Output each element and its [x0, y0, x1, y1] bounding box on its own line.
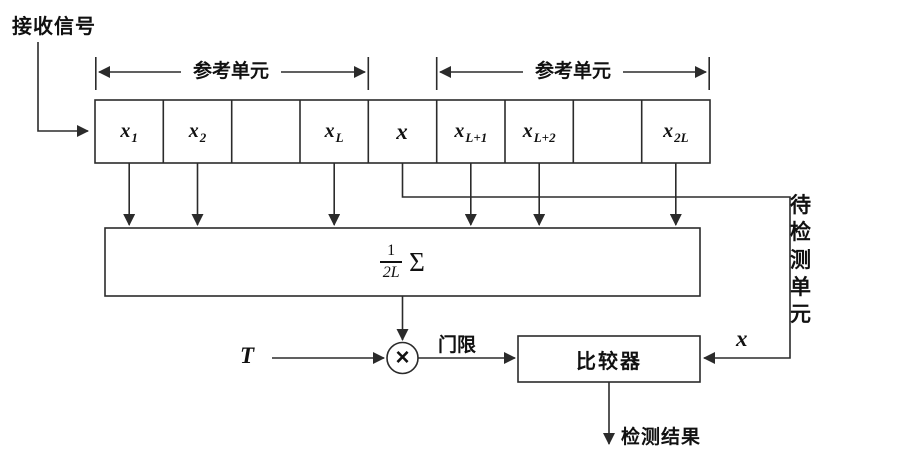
- cell-x1-symbol: x: [120, 120, 131, 142]
- cell-ellipsis-left: [232, 100, 300, 163]
- sigma-symbol: Σ: [409, 246, 425, 277]
- cell-xL1-symbol: x: [454, 120, 465, 142]
- input-signal-connector: [37, 42, 89, 137]
- cut-vertical-label: 待检测单元: [790, 194, 811, 327]
- cell-x2-symbol: x: [188, 120, 199, 142]
- cell-x1-subscript: 1: [131, 129, 138, 145]
- fraction-denominator: 2L: [382, 264, 400, 281]
- reference-cells-left-label: 参考单元: [181, 59, 281, 85]
- cut-to-comparator-connector: [401, 163, 791, 364]
- input-signal-label: 接收信号: [12, 16, 96, 38]
- threshold-factor-label: T: [240, 343, 255, 368]
- threshold-label: 门限: [438, 335, 477, 356]
- cell-xL2-symbol: x: [522, 120, 533, 142]
- cell-x-under-test: x: [368, 100, 436, 163]
- fraction: 1 2L: [380, 242, 403, 281]
- comparator-label: 比较器: [576, 350, 642, 373]
- reference-cells-right-label: 参考单元: [523, 59, 623, 85]
- cell-x-under-test-symbol: x: [396, 118, 408, 144]
- sum-expression: 1 2L Σ: [105, 228, 700, 296]
- detection-result-label: 检测结果: [621, 427, 702, 448]
- multiply-icon: ×: [395, 344, 410, 371]
- cell-ellipsis-right: [573, 100, 641, 163]
- fraction-numerator: 1: [387, 242, 396, 260]
- cell-xL-symbol: x: [324, 120, 335, 142]
- cell-x2-subscript: 2: [199, 129, 207, 145]
- cut-x-label: x: [736, 326, 748, 351]
- cell-xL1-subscript: L+1: [465, 129, 488, 145]
- cell-x2L-subscript: 2L: [674, 129, 689, 145]
- cell-xL2-subscript: L+2: [533, 129, 556, 145]
- fraction-bar: [380, 261, 403, 263]
- cell-x2L-symbol: x: [663, 120, 674, 142]
- cell-xL-subscript: L: [335, 129, 344, 145]
